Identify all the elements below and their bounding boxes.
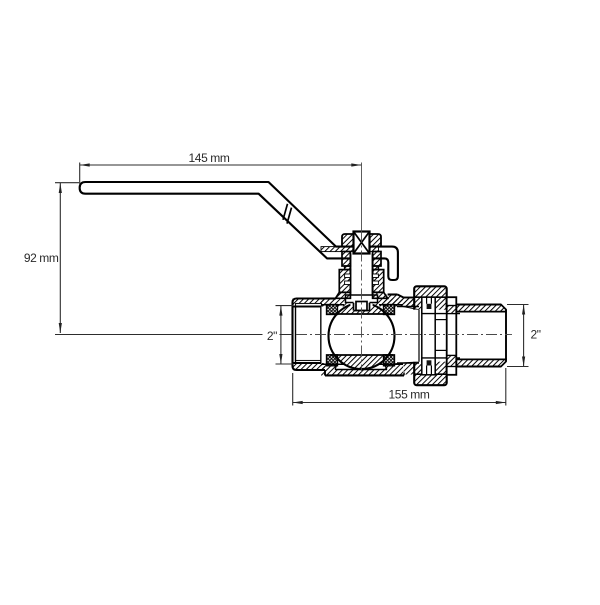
svg-text:2": 2"	[267, 329, 277, 343]
svg-text:2": 2"	[531, 328, 541, 342]
svg-text:92 mm: 92 mm	[24, 251, 59, 265]
svg-text:155 mm: 155 mm	[389, 388, 430, 402]
svg-text:145 mm: 145 mm	[189, 151, 230, 165]
